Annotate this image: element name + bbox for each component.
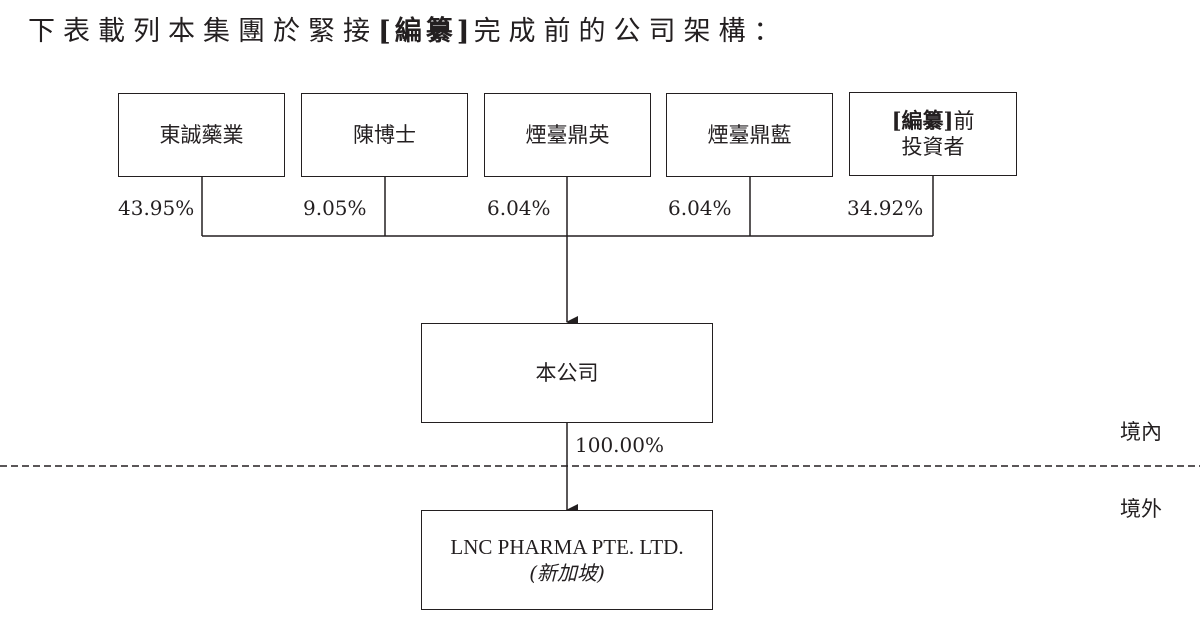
shareholding-percent-4: 6.04% xyxy=(668,196,732,220)
shareholding-percent-2: 9.05% xyxy=(303,196,367,220)
subsidiary-box: LNC PHARMA PTE. LTD. (新加坡) xyxy=(421,510,713,610)
subsidiary-name: LNC PHARMA PTE. LTD. xyxy=(450,535,684,559)
company-name: 本公司 xyxy=(535,361,599,385)
page-title: 下表載列本集團於緊接[編纂]完成前的公司架構： xyxy=(28,12,789,52)
shareholding-percent-1: 43.95% xyxy=(118,196,195,220)
title-after: 完成前的公司架構： xyxy=(473,16,789,47)
domestic-label: 境內 xyxy=(1120,420,1162,444)
shareholder-box-5: [編纂]前 投資者 xyxy=(849,92,1017,176)
title-redacted: [編纂] xyxy=(378,16,474,47)
shareholder-box-1: 東誠藥業 xyxy=(118,93,285,177)
overseas-label: 境外 xyxy=(1120,497,1162,521)
shareholding-percent-3: 6.04% xyxy=(487,196,551,220)
subsidiary-percent: 100.00% xyxy=(575,433,664,457)
company-box: 本公司 xyxy=(421,323,713,423)
shareholder-name: 東誠藥業 xyxy=(159,123,244,147)
shareholder-box-3: 煙臺鼎英 xyxy=(484,93,651,177)
title-before: 下表載列本集團於緊接 xyxy=(28,16,378,47)
shareholding-percent-5: 34.92% xyxy=(847,196,924,220)
shareholder-box-4: 煙臺鼎藍 xyxy=(666,93,833,177)
shareholder-box-2: 陳博士 xyxy=(301,93,468,177)
shareholder-name-suffix: 前 xyxy=(953,109,975,133)
shareholder-name: 煙臺鼎英 xyxy=(525,123,610,147)
subsidiary-location: (新加坡) xyxy=(529,561,605,585)
shareholder-name: 陳博士 xyxy=(353,123,416,147)
shareholder-name-line1: [編纂]前 xyxy=(892,108,975,134)
shareholder-name-line2: 投資者 xyxy=(901,135,965,159)
shareholder-name-redacted: [編纂] xyxy=(891,108,954,133)
shareholder-name: 煙臺鼎藍 xyxy=(707,123,792,147)
